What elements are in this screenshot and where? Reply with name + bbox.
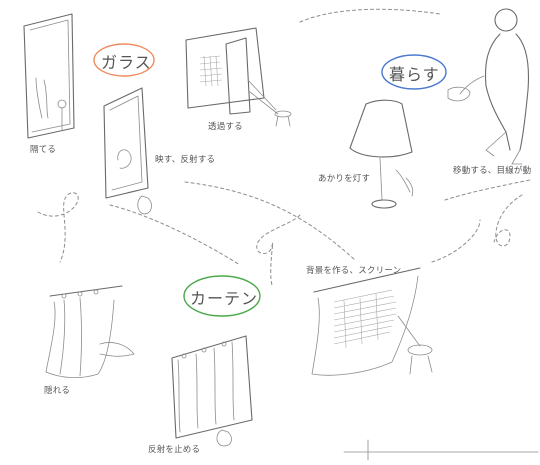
connector-curve-center bbox=[109, 204, 241, 266]
curtain-stop-reflect bbox=[171, 335, 253, 447]
connector-curve-top bbox=[299, 8, 441, 23]
glass-panel-reflect bbox=[103, 87, 152, 215]
connector-loop-far-right bbox=[493, 194, 523, 247]
title-glass: ガラス bbox=[101, 53, 152, 72]
curtain-screen bbox=[311, 267, 433, 376]
connector-curve-middle bbox=[184, 181, 356, 261]
label-separate: 隔てる bbox=[30, 145, 57, 155]
label-hide: 隠れる bbox=[44, 386, 71, 396]
label-move: 移動する、目線が動 bbox=[453, 166, 532, 176]
lamp-drawing bbox=[349, 99, 414, 209]
connector-loop-center bbox=[256, 214, 301, 286]
connector-curve-mid-right bbox=[444, 179, 531, 201]
title-living: 暮らす bbox=[389, 65, 440, 84]
label-background: 背景を作る、スクリーン bbox=[306, 266, 402, 276]
living-circle bbox=[381, 54, 447, 90]
connector-loop-left bbox=[37, 192, 79, 263]
label-transmit: 透過する bbox=[208, 122, 243, 132]
connector-loop-right bbox=[431, 219, 481, 263]
curtain-circle bbox=[183, 275, 261, 317]
curtain-hide bbox=[45, 285, 135, 378]
label-light: あかりを灯す bbox=[318, 174, 371, 184]
glass-panel-separate bbox=[23, 13, 75, 139]
label-reflect: 映す、反射する bbox=[155, 155, 216, 165]
glass-panel-transmit bbox=[185, 27, 292, 127]
glass-circle bbox=[93, 43, 155, 77]
person-walking bbox=[447, 8, 530, 165]
label-stop-reflect: 反射を止める bbox=[148, 445, 201, 455]
title-curtain: カーテン bbox=[190, 289, 259, 308]
